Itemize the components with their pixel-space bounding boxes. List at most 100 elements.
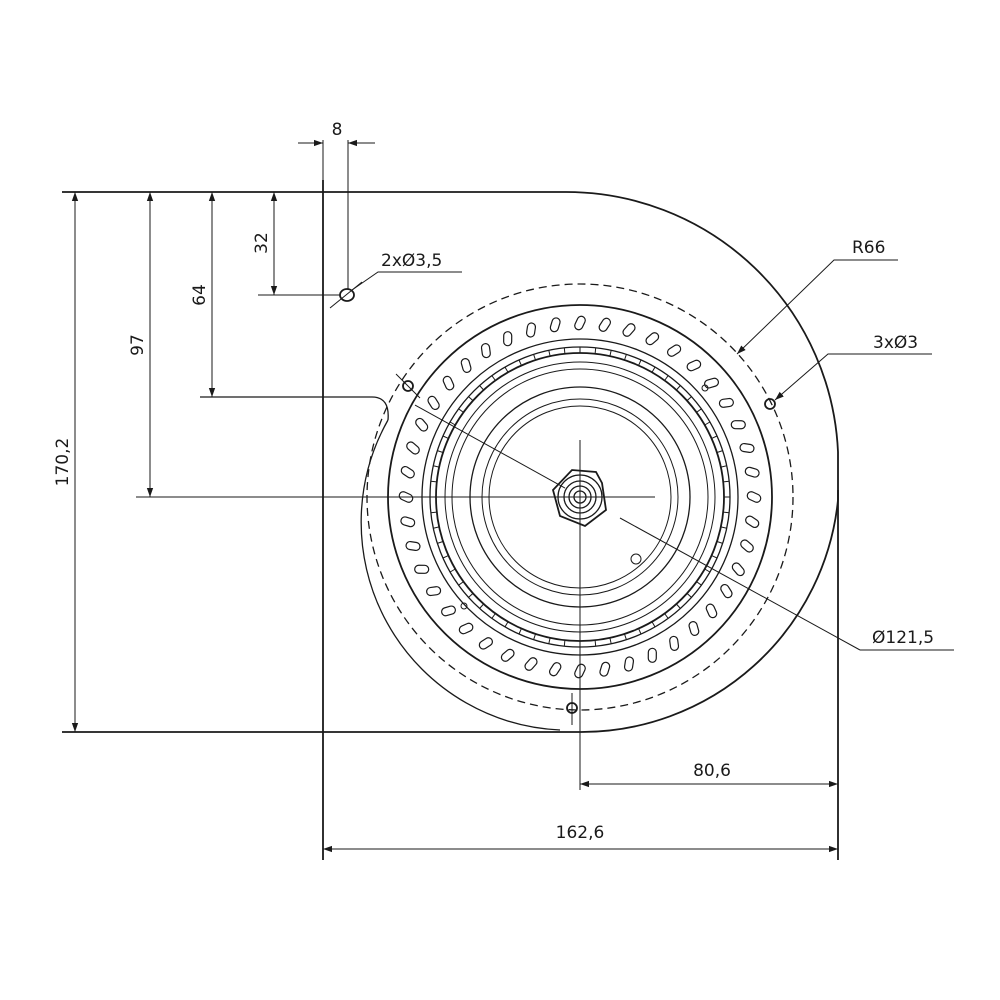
ring-tick <box>664 613 669 619</box>
vent-slot <box>400 465 415 479</box>
ring-tick <box>704 568 711 573</box>
dim-2x-d3-5-label: 2xØ3,5 <box>381 251 442 271</box>
ring-tick <box>609 637 612 644</box>
vent-slot <box>745 515 760 529</box>
vent-slot <box>460 358 472 373</box>
ring-tick <box>468 593 474 598</box>
ring-tick <box>449 568 456 573</box>
vent-slot <box>406 441 420 455</box>
dim-64-label: 64 <box>190 284 210 306</box>
ring-tick <box>442 435 449 439</box>
ring-tick <box>533 633 536 640</box>
ring-tick <box>711 435 718 439</box>
ring-tick <box>458 581 464 586</box>
vent-slot <box>740 539 754 553</box>
ring-tick <box>651 621 656 628</box>
vent-slot <box>739 442 755 454</box>
vent-slot <box>720 583 733 599</box>
ring-tick <box>518 359 522 366</box>
ring-tick <box>437 450 444 453</box>
vent-slot <box>574 315 586 331</box>
ring-tick <box>518 628 522 635</box>
vent-slot <box>686 359 702 372</box>
ring-tick <box>723 511 730 514</box>
vent-slot <box>414 564 430 574</box>
ring-tick <box>711 555 718 559</box>
vent-slot <box>598 317 612 332</box>
ring-tick <box>651 366 656 373</box>
ring-tick <box>491 375 496 381</box>
ring-tick <box>686 396 692 401</box>
ring-tick <box>491 613 496 619</box>
vent-slot <box>480 343 491 359</box>
ring-tick <box>638 359 642 366</box>
vent-slot <box>704 377 719 389</box>
ring-tick <box>433 526 440 529</box>
vent-slot <box>500 648 515 662</box>
vent-slot <box>746 491 762 503</box>
vent-slot <box>548 662 562 677</box>
ring-tick <box>430 511 437 514</box>
vent-slot <box>458 622 474 635</box>
dim-170-2-label: 170,2 <box>53 438 73 487</box>
vent-slot <box>524 657 538 671</box>
vent-slot <box>525 322 537 338</box>
ring-tick <box>624 354 627 361</box>
ring-ticks <box>430 347 730 647</box>
vent-slot <box>426 586 442 597</box>
ring-tick <box>720 465 727 468</box>
ring-tick <box>594 640 597 647</box>
ring-tick <box>676 385 681 391</box>
ring-tick <box>479 385 484 391</box>
ring-tick <box>449 421 456 426</box>
ventilation-slots <box>398 315 762 679</box>
vent-slot <box>400 516 416 528</box>
ring-tick <box>458 408 464 413</box>
vent-slot <box>442 375 455 391</box>
ring-tick <box>638 628 642 635</box>
ring-tick <box>548 350 551 357</box>
vent-slot <box>744 466 760 478</box>
ring-tick <box>594 347 597 354</box>
ring-tick <box>704 421 711 426</box>
ring-tick <box>716 450 723 453</box>
leaders <box>351 259 954 651</box>
dim-162-6-label: 162,6 <box>556 823 605 843</box>
dim-r66-label: R66 <box>852 238 885 258</box>
ring-tick <box>504 621 509 628</box>
vent-slot <box>669 635 680 651</box>
extension-lines <box>258 140 839 790</box>
dimension-lines <box>71 139 838 853</box>
dim-3x-d3-label: 3xØ3 <box>873 333 918 353</box>
vent-slot <box>415 417 429 432</box>
ring-tick <box>442 555 449 559</box>
ring-tick <box>479 603 484 609</box>
vent-slot <box>427 395 440 411</box>
dim-32-label: 32 <box>252 232 272 254</box>
ring-tick <box>676 603 681 609</box>
ring-tick <box>563 640 566 647</box>
ring-tick <box>624 633 627 640</box>
vent-slot <box>622 323 636 337</box>
dim-97-label: 97 <box>128 334 148 356</box>
ring-tick <box>664 375 669 381</box>
vent-slot <box>666 344 682 357</box>
vent-slot <box>405 540 421 552</box>
ring-tick <box>548 637 551 644</box>
dim-8-label: 8 <box>332 120 343 140</box>
dim-d121-5-label: Ø121,5 <box>872 628 934 648</box>
ring-tick <box>504 366 509 373</box>
ring-tick <box>716 541 723 544</box>
ring-tick <box>433 465 440 468</box>
vent-slot <box>549 317 561 333</box>
ring-tick <box>720 526 727 529</box>
ring-tick <box>696 581 702 586</box>
ring-tick <box>686 593 692 598</box>
ring-tick <box>563 347 566 354</box>
ring-tick <box>609 350 612 357</box>
ring-tick <box>723 480 730 483</box>
vent-slot <box>731 562 745 577</box>
vent-slot <box>730 420 746 430</box>
ring-tick <box>696 408 702 413</box>
